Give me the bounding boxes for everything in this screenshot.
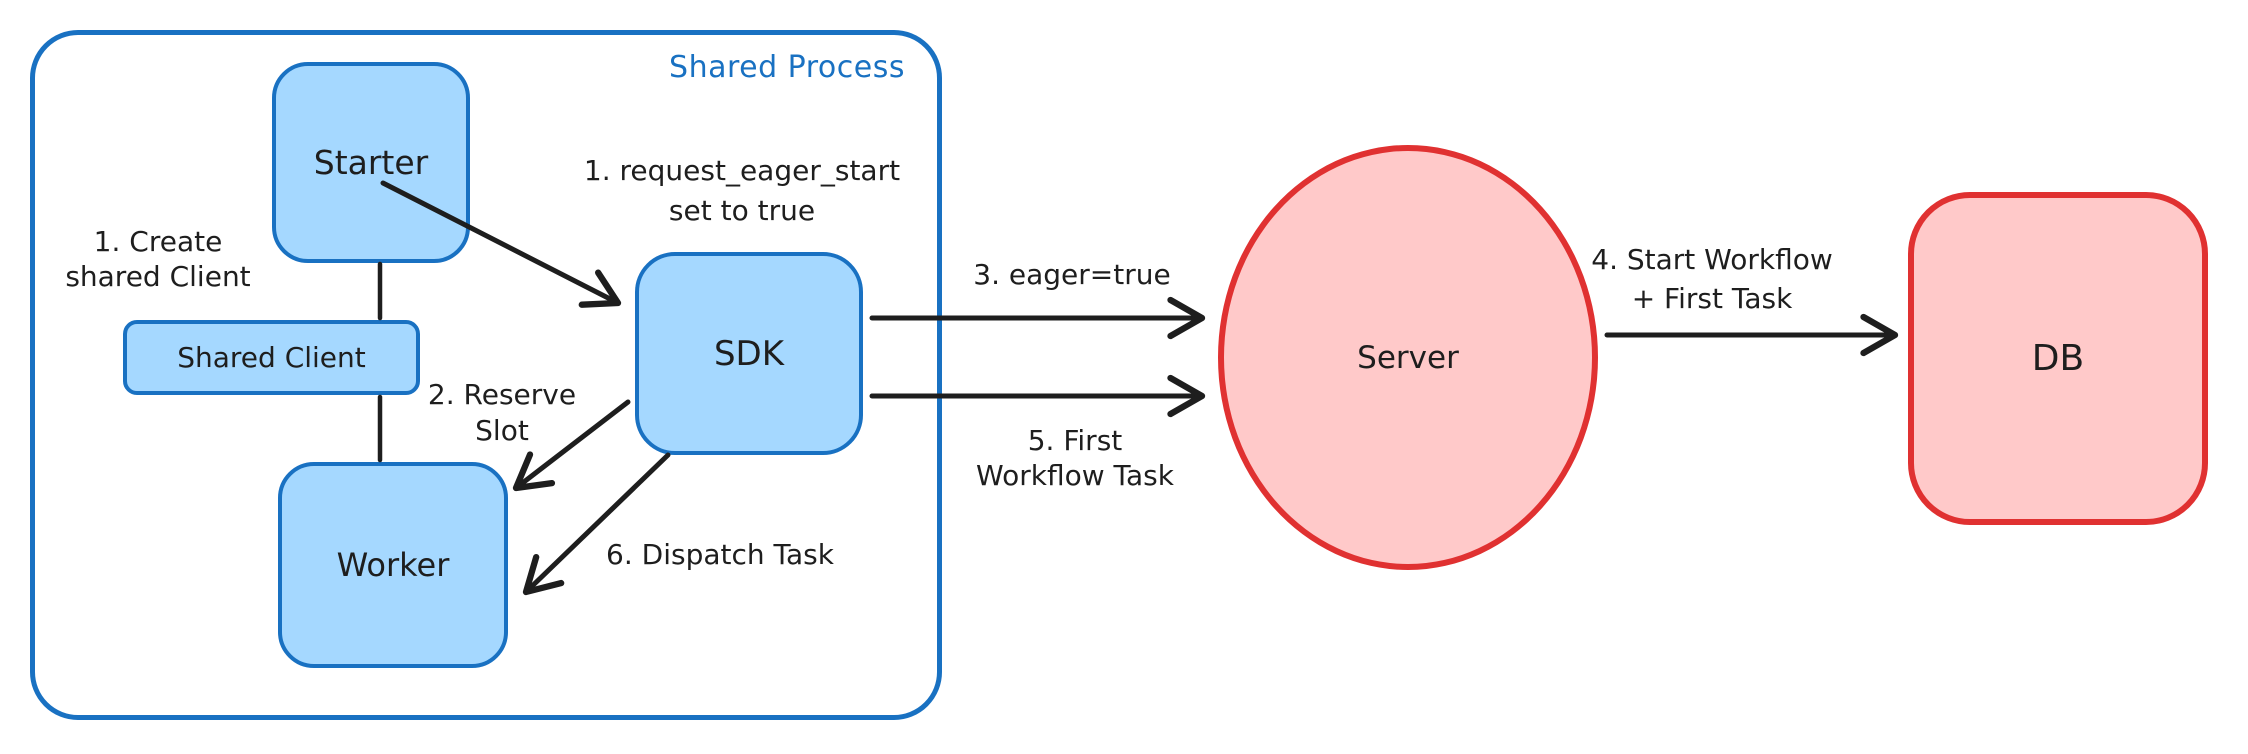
- annotation-dispatch-task: 6. Dispatch Task: [606, 538, 834, 571]
- annotation-create-line2: shared Client: [65, 260, 251, 293]
- annotation-create-line1: 1. Create: [93, 225, 223, 258]
- annotation-first-workflow-task: 5. First Workflow Task: [946, 423, 1204, 493]
- annotation-first-wft-line2: Workflow Task: [976, 459, 1174, 492]
- annotation-start-wf-line2: + First Task: [1631, 282, 1793, 315]
- shared-client-label: Shared Client: [177, 341, 366, 374]
- annotation-first-wft-line1: 5. First: [1027, 424, 1123, 457]
- annotation-reserve-slot: 2. Reserve Slot: [416, 377, 588, 449]
- sdk-label: SDK: [713, 333, 785, 374]
- starter-node: Starter: [272, 62, 470, 263]
- sdk-node: SDK: [635, 252, 863, 455]
- annotation-start-workflow: 4. Start Workflow + First Task: [1552, 240, 1872, 318]
- annotation-eager-true: 3. eager=true: [973, 258, 1171, 291]
- server-label: Server: [1357, 339, 1459, 376]
- db-node: DB: [1908, 192, 2208, 525]
- annotation-request-line2: set to true: [668, 194, 816, 227]
- annotation-request-line1: 1. request_eager_start: [583, 154, 901, 187]
- annotation-create-shared-client: 1. Create shared Client: [28, 224, 288, 294]
- annotation-start-wf-line1: 4. Start Workflow: [1591, 243, 1833, 276]
- starter-label: Starter: [313, 143, 429, 182]
- annotation-reserve-line2: Slot: [475, 414, 529, 447]
- annotation-request-eager-start: 1. request_eager_start set to true: [540, 151, 944, 231]
- worker-label: Worker: [336, 546, 450, 584]
- db-label: DB: [2031, 338, 2085, 379]
- server-node: Server: [1218, 145, 1598, 570]
- shared-process-label: Shared Process: [669, 50, 905, 85]
- annotation-reserve-line1: 2. Reserve: [427, 378, 577, 411]
- shared-client-node: Shared Client: [123, 320, 420, 395]
- worker-node: Worker: [278, 462, 508, 668]
